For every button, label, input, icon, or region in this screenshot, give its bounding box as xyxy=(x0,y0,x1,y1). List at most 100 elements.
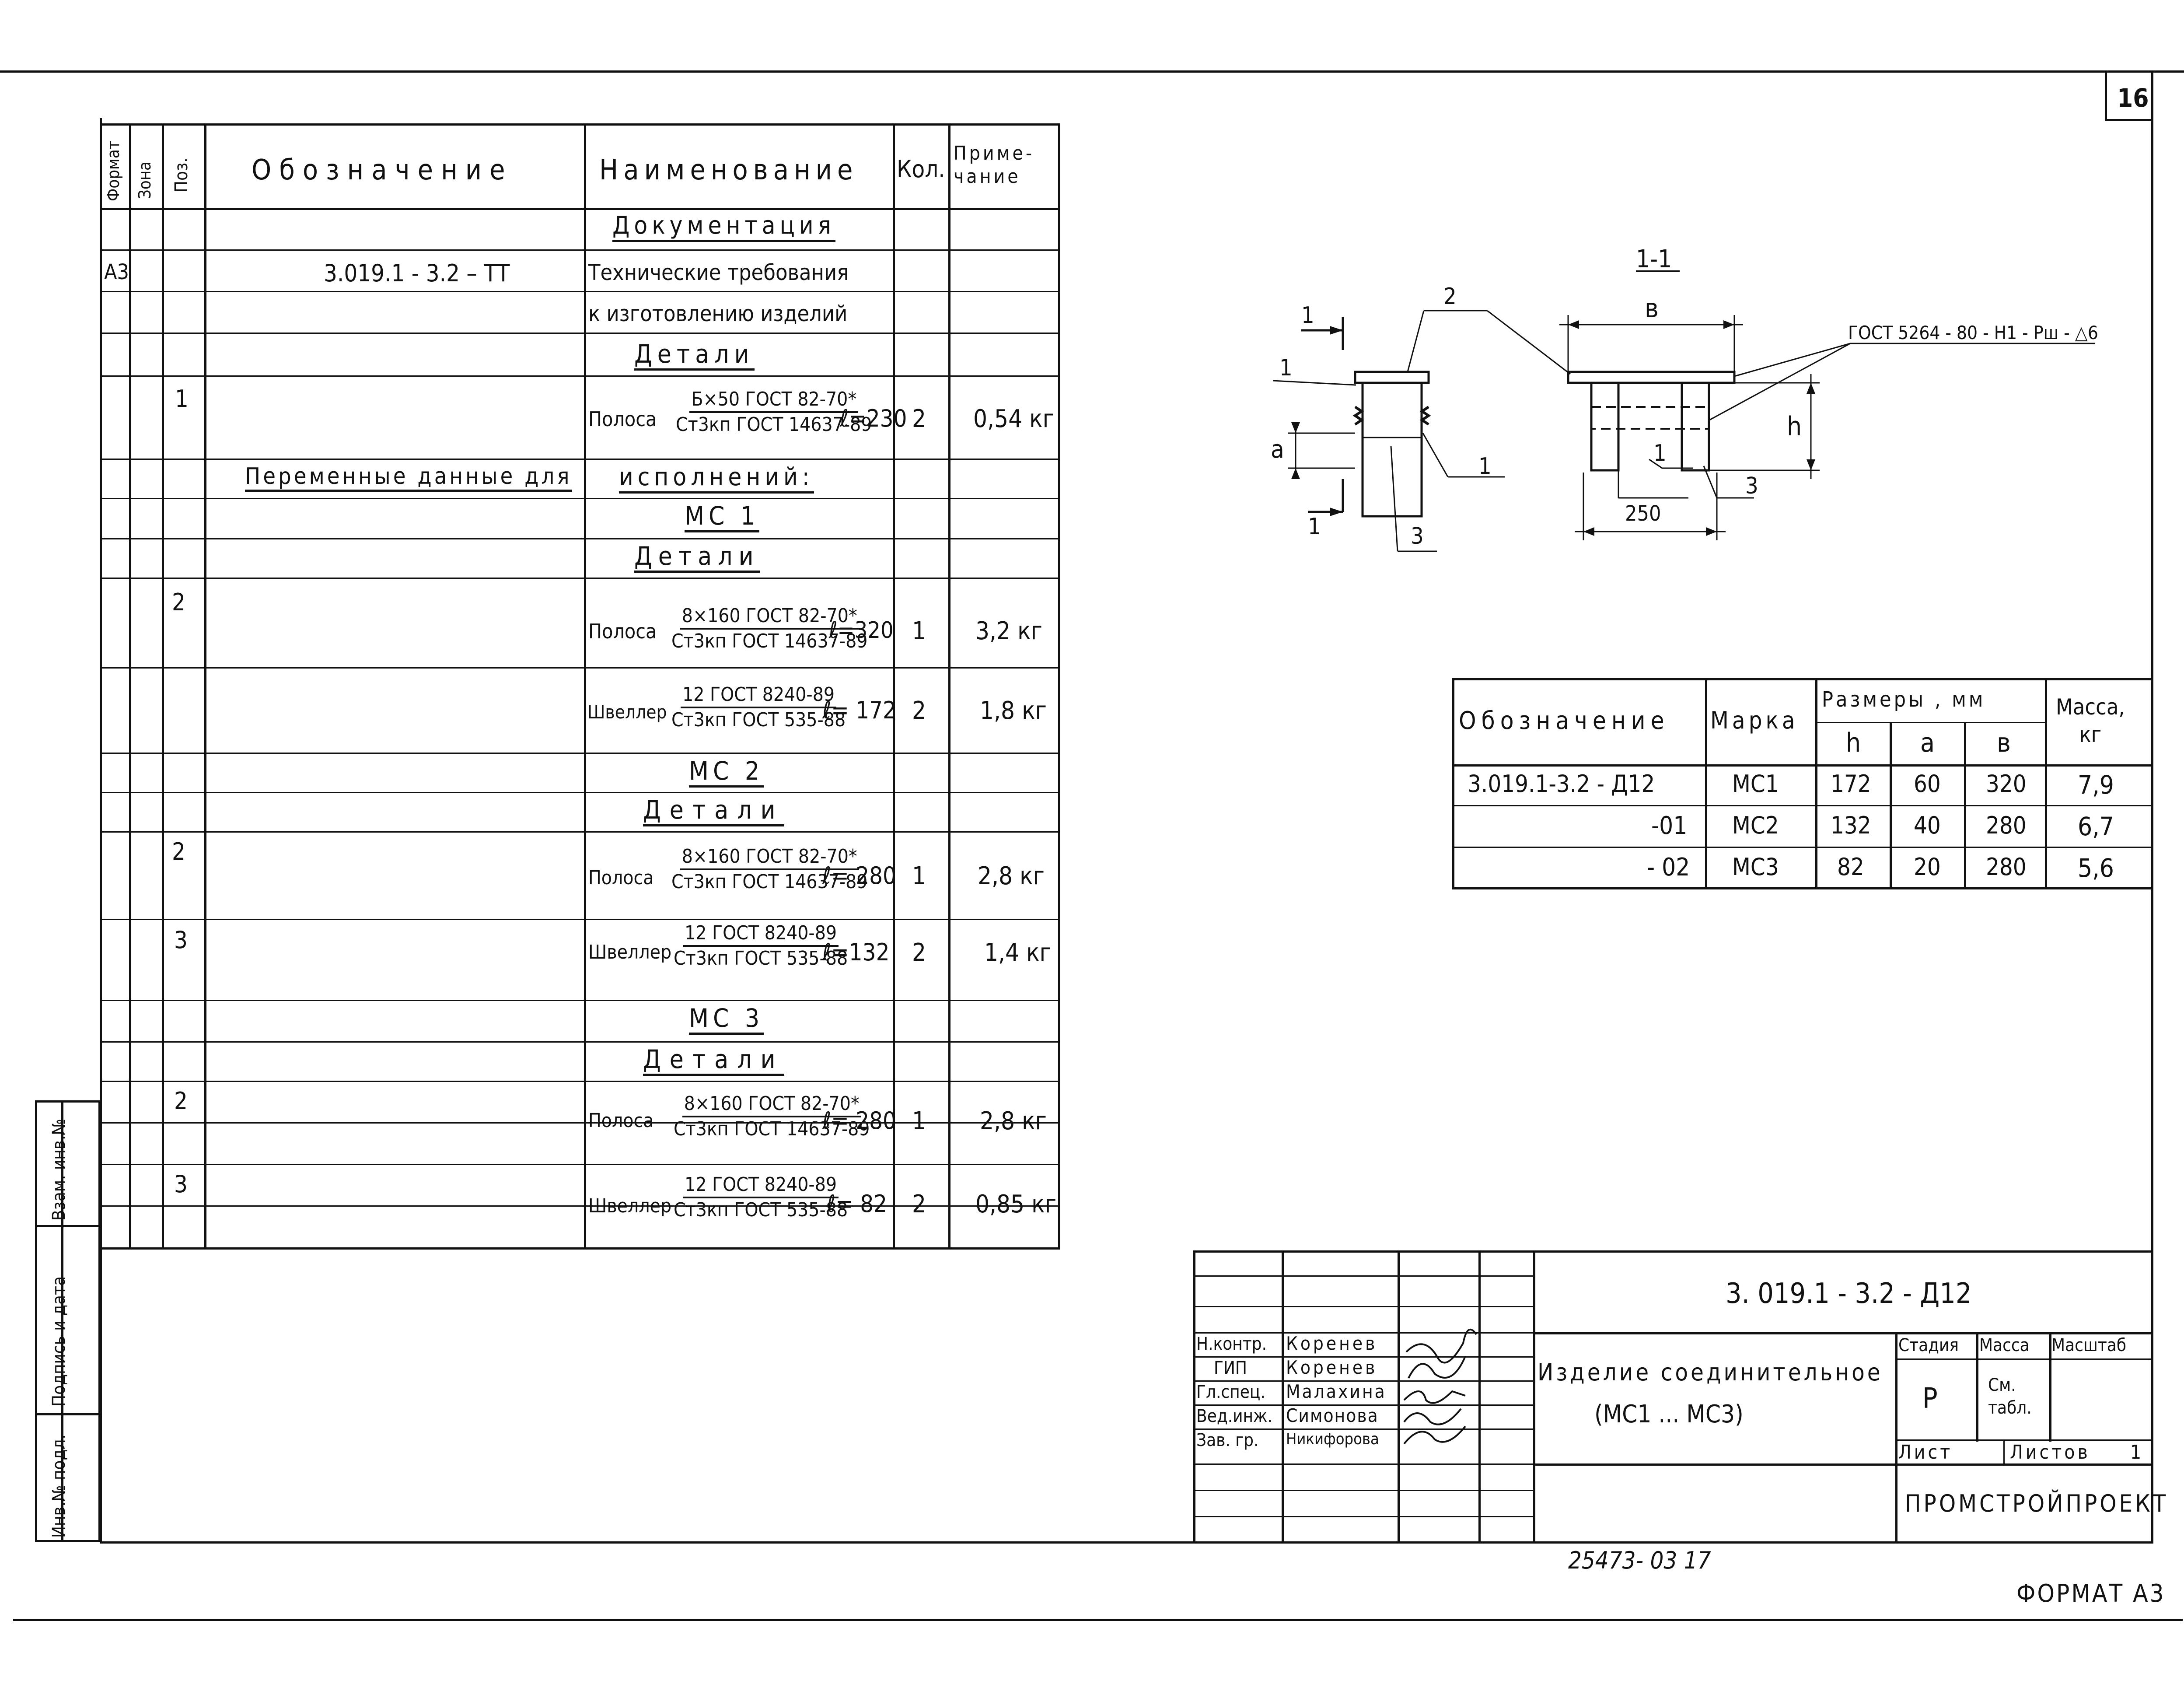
mass-label: Масса xyxy=(1979,1335,2030,1355)
dim-row-h: 172 xyxy=(1831,770,1871,798)
row-length: ℓ=230 xyxy=(840,405,907,432)
staff-name: Коренев xyxy=(1286,1357,1378,1378)
signature-4 xyxy=(1403,1408,1462,1425)
dim-row-b: 280 xyxy=(1986,853,2027,881)
row-pos: 2 xyxy=(172,838,185,865)
staff-role: Вед.инж. xyxy=(1196,1406,1272,1426)
row-note: 0,85 кг xyxy=(975,1190,1057,1218)
row-part: Полоса xyxy=(588,407,657,431)
staff-role: ГИП xyxy=(1214,1358,1247,1378)
dim-header-a: а xyxy=(1920,728,1935,758)
dim-row-designation: -01 xyxy=(1651,812,1688,840)
staff-name: Симонова xyxy=(1286,1405,1379,1426)
top-border xyxy=(0,70,2184,73)
col-header-note: Приме- чание xyxy=(954,142,1035,188)
channel-side xyxy=(1361,382,1423,518)
row-qty: 1 xyxy=(912,617,926,645)
dim-header-mass: Масса, кг xyxy=(2056,694,2125,747)
mass-value: См. табл. xyxy=(1988,1375,2032,1418)
staff-name: Никифорова xyxy=(1286,1430,1379,1448)
row-length: ℓ=320 xyxy=(829,617,894,644)
dim-header-mark: Марка xyxy=(1710,707,1799,734)
callout-section-top: 1 xyxy=(1301,302,1314,329)
row-length: ℓ= 172 xyxy=(822,697,896,724)
archive-code: 25473- 03 17 xyxy=(1568,1547,1711,1574)
row-length: ℓ= 280 xyxy=(822,1107,896,1134)
row-note: 1,8 кг xyxy=(980,697,1047,725)
row-part: Полоса xyxy=(588,867,654,889)
row-name: к изготовлению изделий xyxy=(588,301,848,326)
row-part: Швеллер xyxy=(587,701,667,723)
section-details: Детали xyxy=(634,543,760,573)
signature-2 xyxy=(1408,1356,1466,1379)
document-code: 3. 019.1 - 3.2 - Д12 xyxy=(1726,1278,1972,1310)
row-part: Швеллер xyxy=(588,1195,672,1217)
product-subtitle: (МС1 ... МС3) xyxy=(1594,1400,1744,1428)
staff-name: Малахина xyxy=(1286,1381,1387,1402)
signature-5 xyxy=(1403,1425,1466,1445)
signature-3 xyxy=(1403,1390,1466,1404)
dim-header-sizes: Размеры , мм xyxy=(1822,687,1986,712)
row-note: 1,4 кг xyxy=(984,938,1051,967)
format-label: ФОРМАТ А3 xyxy=(2016,1579,2166,1608)
row-length: ℓ= 280 xyxy=(822,862,896,889)
row-note: 2,8 кг xyxy=(978,862,1045,890)
callout-part2: 2 xyxy=(1443,284,1457,310)
plate-section xyxy=(1567,371,1736,384)
dim-row-a: 20 xyxy=(1914,853,1941,881)
staff-name: Коренев xyxy=(1286,1333,1378,1354)
dim-header-designation: Обозначение xyxy=(1459,707,1670,735)
dim-row-b: 320 xyxy=(1986,770,2027,798)
stage-label: Стадия xyxy=(1898,1335,1959,1355)
dim-row-a: 60 xyxy=(1914,770,1941,798)
page-number-box xyxy=(2105,70,2107,121)
row-material: 8×160 ГОСТ 82-70*Ст3кп ГОСТ 14637-89 xyxy=(671,605,868,653)
row-qty: 2 xyxy=(912,938,926,967)
frame-left xyxy=(100,118,102,1542)
row-note: 2,8 кг xyxy=(980,1107,1047,1135)
frame-bottom xyxy=(100,1541,2153,1544)
row-format: А3 xyxy=(104,260,129,284)
section-details: Детали xyxy=(634,341,755,371)
callout-section-bottom: 1 xyxy=(1308,514,1321,540)
frame-right xyxy=(2151,70,2153,1543)
staff-role: Н.контр. xyxy=(1196,1334,1267,1354)
section-label: 1-1 xyxy=(1636,245,1672,273)
dim-row-mark: МС2 xyxy=(1732,812,1779,839)
page-number: 16 xyxy=(2117,83,2149,113)
callout-part3-side: 3 xyxy=(1411,523,1424,550)
dim-a: а xyxy=(1271,435,1284,464)
section-executions: исполнений: xyxy=(619,465,814,494)
side-stamp xyxy=(35,1100,101,1542)
variable-data-label: Переменные данные для xyxy=(245,465,572,492)
callout-part1-section: 1 xyxy=(1653,440,1667,466)
dim-header-b: в xyxy=(1997,728,2011,758)
row-part: Полоса xyxy=(588,620,657,643)
row-part: Швеллер xyxy=(588,941,672,963)
row-note: 0,54 кг xyxy=(973,405,1055,433)
dim-row-designation: 3.019.1-3.2 - Д12 xyxy=(1468,770,1655,798)
row-designation: 3.019.1 - 3.2 – ТТ xyxy=(324,259,510,287)
section-details: Детали xyxy=(643,1047,784,1076)
dim-row-h: 82 xyxy=(1837,853,1864,881)
row-material: Б×50 ГОСТ 82-70*Ст3кп ГОСТ 14637-89 xyxy=(676,388,872,436)
col-header-name: Наименование xyxy=(599,154,858,186)
dim-row-mass: 5,6 xyxy=(2078,853,2114,883)
weld-spec: ГОСТ 5264 - 80 - Н1 - Рш - △6 xyxy=(1848,322,2098,343)
staff-role: Зав. гр. xyxy=(1196,1430,1259,1450)
callout-part1-side: 1 xyxy=(1279,355,1293,381)
dim-row-mass: 7,9 xyxy=(2078,770,2114,800)
dim-row-a: 40 xyxy=(1914,812,1941,839)
row-note: 3,2 кг xyxy=(975,617,1042,645)
section-mc1: МС 1 xyxy=(685,503,760,532)
section-documentation: Документация xyxy=(612,214,835,242)
row-pos: 2 xyxy=(174,1087,188,1115)
row-material: 8×160 ГОСТ 82-70*Ст3кп ГОСТ 14637-89 xyxy=(674,1092,870,1141)
product-title: Изделие соединительное xyxy=(1538,1358,1883,1386)
section-mc2: МС 2 xyxy=(689,758,764,788)
organization: ПРОМСТРОЙПРОЕКТ xyxy=(1905,1490,2169,1517)
